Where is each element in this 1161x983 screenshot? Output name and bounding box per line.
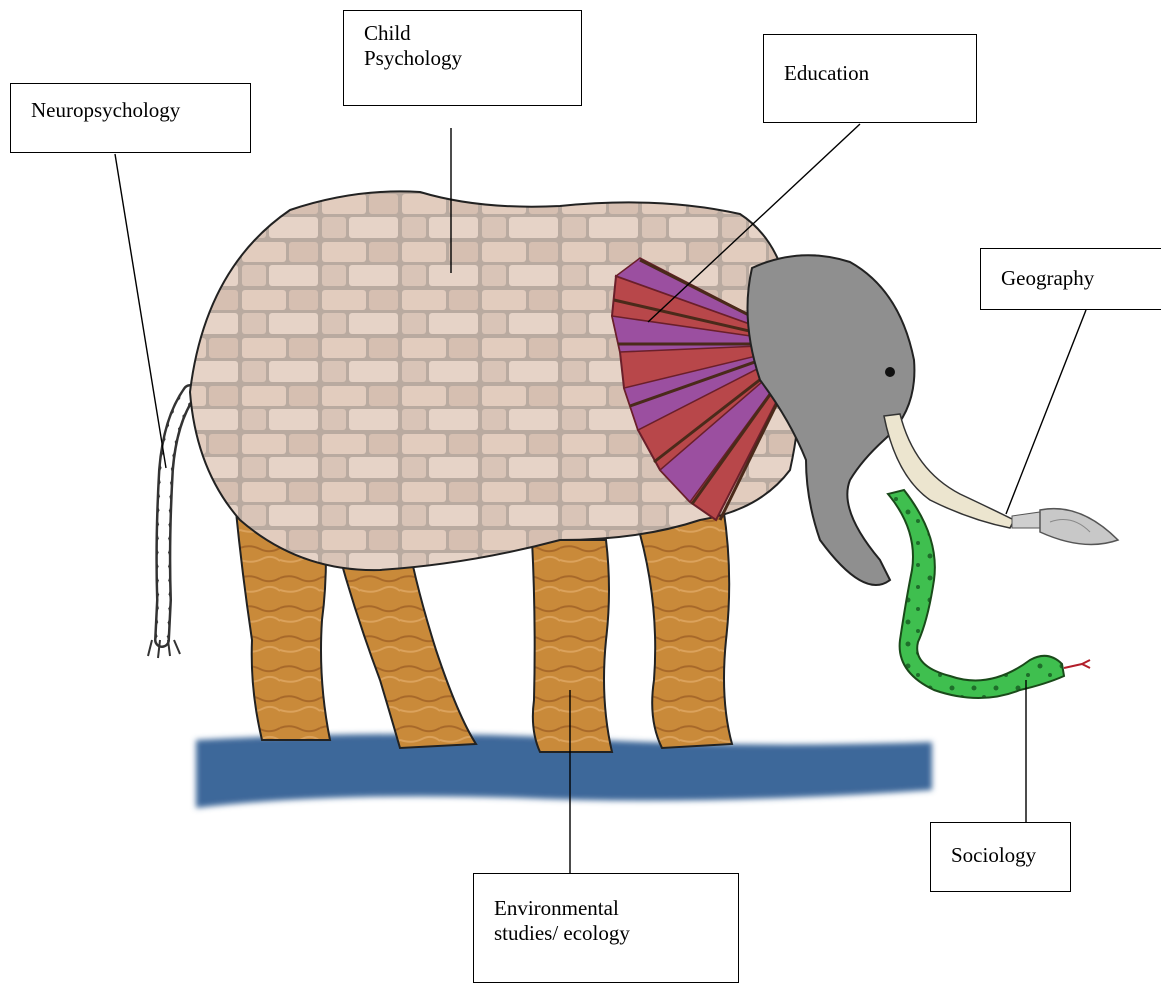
label-geography: Geography (980, 248, 1161, 310)
label-environmental-studies: Environmental studies/ ecology (473, 873, 739, 983)
label-sociology: Sociology (930, 822, 1071, 892)
label-geography-text: Geography (1001, 266, 1155, 291)
arrowhead (1012, 509, 1118, 545)
label-education-text: Education (784, 61, 962, 86)
label-child-psychology-text: Child Psychology (364, 21, 567, 71)
eye-icon (885, 367, 895, 377)
rope-tail (148, 392, 190, 658)
label-sociology-text: Sociology (951, 843, 1056, 868)
snake-tongue (1064, 660, 1090, 668)
label-neuropsychology-text: Neuropsychology (31, 98, 236, 123)
label-neuropsychology: Neuropsychology (10, 83, 251, 153)
label-child-psychology: Child Psychology (343, 10, 582, 106)
label-environmental-studies-text: Environmental studies/ ecology (494, 896, 724, 946)
label-education: Education (763, 34, 977, 123)
